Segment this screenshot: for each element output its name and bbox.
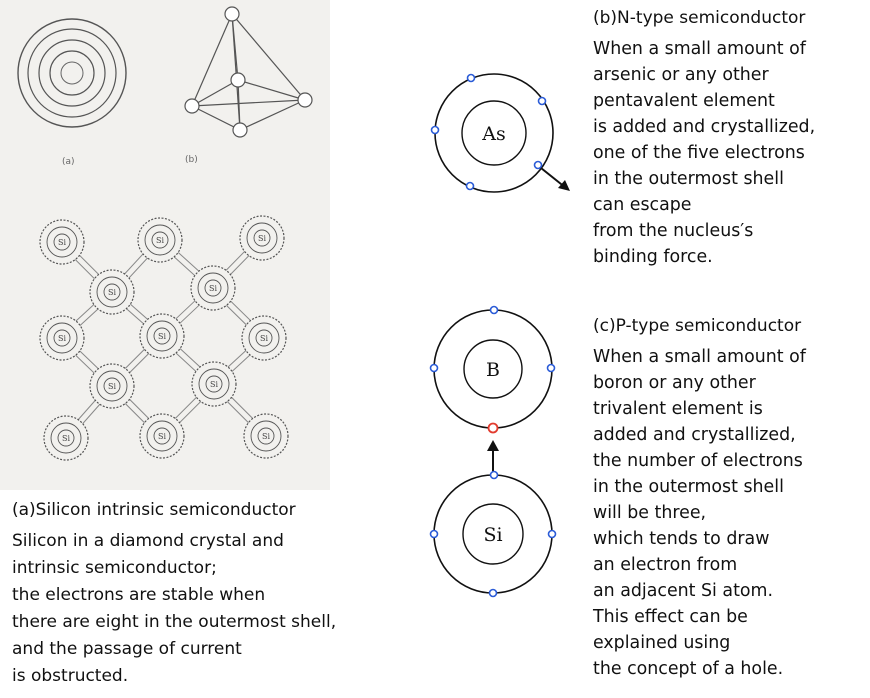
caption-line: trivalent element is <box>593 399 763 419</box>
lattice-atom-label: Si <box>210 380 218 389</box>
caption-line: When a small amount of <box>593 347 806 367</box>
electron <box>546 363 556 373</box>
caption-line: explained using <box>593 633 731 653</box>
label-a: (a) <box>62 157 75 167</box>
caption-intrinsic-title: (a)Silicon intrinsic semiconductor <box>12 500 296 520</box>
caption-line: in the outermost shell <box>593 169 784 189</box>
caption-line: added and crystallized, <box>593 425 796 445</box>
lattice-atom-label: Si <box>108 288 116 297</box>
caption-line: from the nucleus′s <box>593 221 754 241</box>
caption-p-type-title: (c)P-type semiconductor <box>593 316 802 336</box>
lattice-atom-label: Si <box>62 434 70 443</box>
lattice-atom-label: Si <box>258 234 266 243</box>
lattice-atom: Si <box>39 219 85 265</box>
caption-line: and the passage of current <box>12 639 242 659</box>
electron <box>547 529 557 539</box>
caption-line: When a small amount of <box>593 39 806 59</box>
electron <box>466 73 476 83</box>
caption-line: an electron from <box>593 555 738 575</box>
caption-p-type: (c)P-type semiconductor When a small amo… <box>593 316 806 682</box>
caption-line: can escape <box>593 195 692 215</box>
arsenic-atom-diagram: As <box>430 73 570 193</box>
caption-line: is added and crystallized, <box>593 117 816 137</box>
electron <box>429 363 439 373</box>
boron-atom-diagram: B <box>429 305 556 434</box>
caption-line: pentavalent element <box>593 91 775 111</box>
caption-line: intrinsic semiconductor; <box>12 558 217 578</box>
caption-line: the concept of a hole. <box>593 659 784 679</box>
caption-line: will be three, <box>593 503 707 523</box>
electron-transfer-arrow <box>487 440 499 474</box>
lattice-atom-label: Si <box>158 432 166 441</box>
escape-arrow <box>540 167 570 191</box>
lattice-atom: Si <box>139 313 185 359</box>
electron <box>430 125 440 135</box>
lattice-atom-label: Si <box>156 236 164 245</box>
caption-line: is obstructed. <box>12 666 129 686</box>
caption-line: This effect can be <box>593 607 748 627</box>
lattice-atom-label: Si <box>108 382 116 391</box>
electron <box>429 529 439 539</box>
caption-line: one of the five electrons <box>593 143 805 163</box>
lattice-atom: Si <box>243 413 289 459</box>
lattice-atom-label: Si <box>158 332 166 341</box>
silicon-shell-model: (a) <box>17 18 127 167</box>
caption-intrinsic: (a)Silicon intrinsic semiconductor Silic… <box>12 500 336 690</box>
caption-line: the number of electrons <box>593 451 803 471</box>
lattice-atom: Si <box>43 415 89 461</box>
lattice-atom-label: Si <box>209 284 217 293</box>
lattice-atom-label: Si <box>260 334 268 343</box>
boron-symbol: B <box>486 359 500 381</box>
lattice-atom: Si <box>89 363 135 409</box>
arsenic-symbol: As <box>481 123 505 145</box>
caption-line: there are eight in the outermost shell, <box>12 612 337 632</box>
caption-line: binding force. <box>593 247 713 267</box>
lattice-atom: Si <box>137 217 183 263</box>
tetrahedron-bond-model: (b) <box>184 6 313 165</box>
caption-n-type-title: (b)N-type semiconductor <box>593 8 806 28</box>
lattice-atom-label: Si <box>58 334 66 343</box>
silicon-atom-diagram: Si <box>429 470 557 598</box>
boron-electrons <box>429 305 556 434</box>
lattice-atom: Si <box>190 265 236 311</box>
caption-line: Silicon in a diamond crystal and <box>12 531 284 551</box>
hole <box>487 422 499 434</box>
caption-line: in the outermost shell <box>593 477 784 497</box>
caption-line: which tends to draw <box>593 529 770 549</box>
electron <box>489 305 499 315</box>
caption-line: boron or any other <box>593 373 756 393</box>
silicon-electrons <box>429 470 557 598</box>
electron <box>537 96 547 106</box>
label-b: (b) <box>185 155 198 165</box>
lattice-atom: Si <box>39 315 85 361</box>
silicon-symbol: Si <box>483 524 502 546</box>
electron <box>465 181 475 191</box>
caption-line: the electrons are stable when <box>12 585 266 605</box>
electron <box>488 588 498 598</box>
lattice-atom-label: Si <box>262 432 270 441</box>
lattice-atom-label: Si <box>58 238 66 247</box>
lattice-atom: Si <box>139 413 185 459</box>
arsenic-electrons <box>430 73 547 191</box>
lattice-atom: Si <box>241 315 287 361</box>
caption-line: arsenic or any other <box>593 65 769 85</box>
electron <box>489 470 499 480</box>
escaping-electron <box>533 160 543 170</box>
caption-n-type: (b)N-type semiconductor When a small amo… <box>593 8 815 270</box>
lattice-atom: Si <box>239 215 285 261</box>
lattice-atom: Si <box>89 269 135 315</box>
caption-line: an adjacent Si atom. <box>593 581 774 601</box>
lattice-atom: Si <box>191 361 237 407</box>
